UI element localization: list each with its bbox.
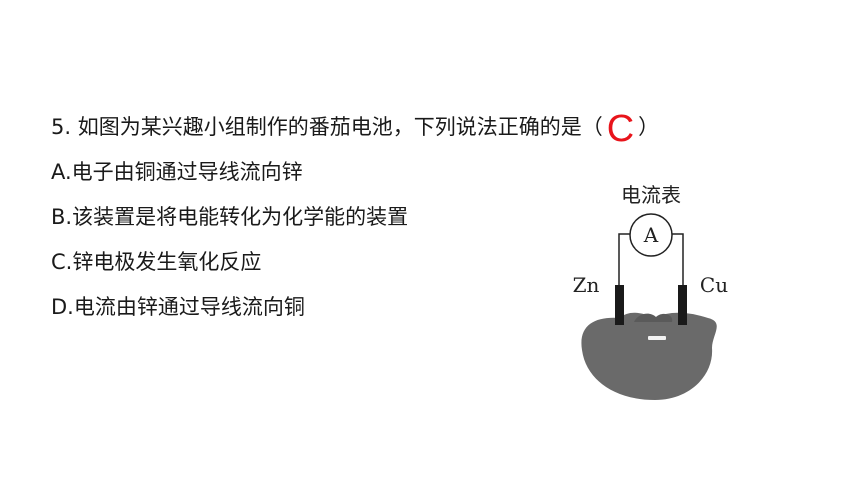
copper-electrode bbox=[678, 285, 687, 325]
ammeter-icon bbox=[629, 213, 673, 257]
option-a[interactable]: A.电子由铜通过导线流向锌 bbox=[51, 160, 303, 184]
tomato-stem bbox=[634, 313, 673, 322]
answer-container: C bbox=[603, 108, 638, 150]
tomato-highlight bbox=[648, 336, 666, 340]
option-b[interactable]: B.该装置是将电能转化为化学能的装置 bbox=[51, 205, 409, 229]
zinc-electrode bbox=[615, 285, 624, 325]
meter-label: 电流表 bbox=[621, 183, 681, 207]
right-wire bbox=[672, 233, 684, 288]
cu-label: Cu bbox=[700, 273, 728, 297]
question-text: 5. 如图为某兴趣小组制作的番茄电池，下列说法正确的是（ bbox=[51, 115, 603, 139]
tomato-battery-diagram: 电流表 A Zn Cu bbox=[560, 170, 760, 410]
question-stem: 5. 如图为某兴趣小组制作的番茄电池，下列说法正确的是（C） bbox=[51, 108, 660, 150]
left-wire bbox=[618, 233, 630, 288]
zn-label: Zn bbox=[573, 273, 600, 297]
answer-letter: C bbox=[606, 108, 635, 150]
close-paren: ） bbox=[638, 115, 660, 139]
ammeter-symbol: A bbox=[643, 223, 659, 247]
option-c[interactable]: C.锌电极发生氧化反应 bbox=[51, 250, 262, 274]
tomato-shape bbox=[581, 312, 717, 400]
option-d[interactable]: D.电流由锌通过导线流向铜 bbox=[51, 295, 305, 319]
